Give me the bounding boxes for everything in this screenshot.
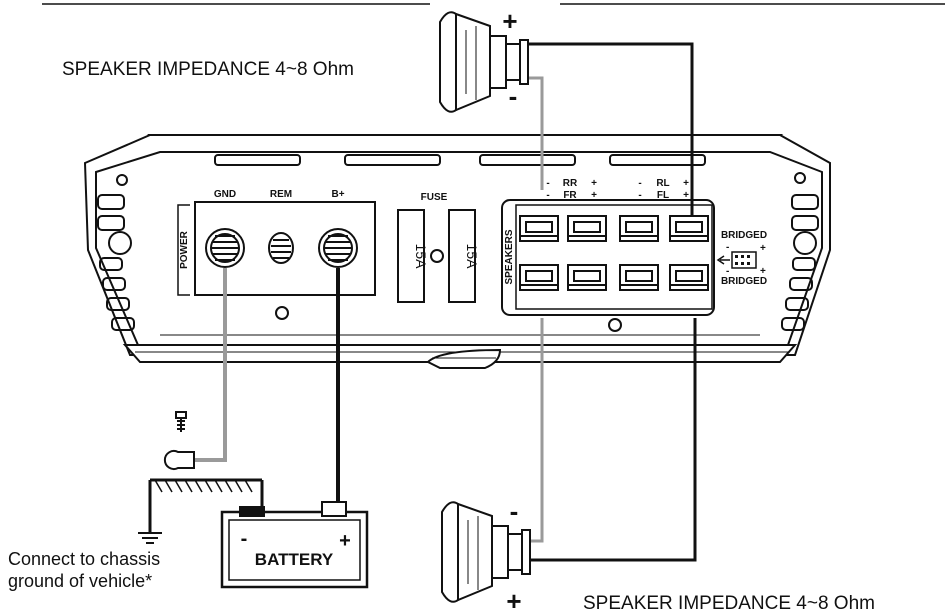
rem-label: REM [270, 189, 292, 200]
side-slot [789, 277, 813, 291]
speaker-bottom [441, 501, 531, 603]
bridged-minus-bottom: - [726, 266, 729, 277]
bottom-speaker-minus: - [510, 496, 519, 526]
battery-minus: - [241, 528, 248, 550]
mount-hole [793, 231, 817, 255]
speaker-terminal-block: SPEAKERS - - RR FR + + - - RL FL + + [501, 178, 715, 316]
rl-plus: + [683, 178, 689, 189]
rr-minus: - [546, 178, 549, 189]
fr-minus: - [546, 190, 549, 201]
vent-slot [344, 154, 441, 166]
speaker-terminal[interactable] [669, 215, 709, 242]
rr-plus: + [591, 178, 597, 189]
chassis-note-line2: ground of vehicle* [8, 571, 152, 591]
fuse-led [430, 249, 444, 263]
side-slot [97, 215, 125, 231]
battery-plus: + [339, 530, 351, 552]
side-slot [785, 297, 809, 311]
bridged-plus-top: + [760, 243, 766, 254]
gnd-terminal[interactable] [205, 228, 245, 268]
speaker-terminal[interactable] [567, 215, 607, 242]
bridged-plus-bottom: + [760, 266, 766, 277]
speaker-top [439, 11, 529, 113]
fuse-right-rating: 15A [464, 244, 480, 270]
speaker-terminal[interactable] [567, 264, 607, 291]
fl-plus: + [683, 190, 689, 201]
vent-slot [479, 154, 576, 166]
power-label: POWER [179, 230, 190, 269]
bottom-speaker-plus: + [506, 586, 521, 613]
fuse-right[interactable] [448, 209, 476, 303]
power-terminal-block: GND REM B+ POWER [177, 189, 376, 296]
wire-top-positive [528, 42, 694, 216]
side-slot [102, 277, 126, 291]
rl-label: RL [656, 178, 669, 189]
fuse-left[interactable] [397, 209, 425, 303]
side-slot [791, 215, 819, 231]
bridged-minus: - [726, 242, 729, 253]
side-slot [111, 317, 135, 331]
bridged-indicator: BRIDGED BRIDGED - + - + [716, 230, 767, 287]
side-slot [792, 257, 816, 271]
fuse-left-rating: 15A [413, 244, 429, 270]
fuse-block: FUSE 15A 15A [397, 192, 480, 303]
side-slot [781, 317, 805, 331]
screw-hole [275, 306, 289, 320]
vent-slot [214, 154, 301, 166]
gnd-label: GND [214, 189, 236, 200]
screw-hole [608, 318, 622, 332]
speaker-terminal[interactable] [619, 215, 659, 242]
side-slot [791, 194, 819, 210]
rl-minus: - [638, 178, 641, 189]
impedance-label-bottom: SPEAKER IMPEDANCE 4~8 Ohm [583, 593, 875, 613]
speaker-terminal[interactable] [519, 215, 559, 242]
speakers-label: SPEAKERS [504, 229, 515, 284]
impedance-label-top: SPEAKER IMPEDANCE 4~8 Ohm [62, 59, 354, 80]
vent-slot [609, 154, 706, 166]
fr-label: FR [563, 190, 577, 201]
fuse-label: FUSE [421, 192, 448, 203]
ground-lug [163, 411, 195, 470]
wire-bottom-positive [530, 318, 697, 562]
bridged-top-label: BRIDGED [721, 230, 767, 241]
chassis-ground [138, 478, 264, 544]
mount-hole [108, 231, 132, 255]
wire-ground [195, 268, 227, 462]
fl-minus: - [638, 190, 641, 201]
speaker-terminal[interactable] [519, 264, 559, 291]
side-slot [99, 257, 123, 271]
speaker-terminal[interactable] [619, 264, 659, 291]
chassis-note-line1: Connect to chassis [8, 549, 160, 569]
bplus-terminal[interactable] [318, 228, 358, 268]
top-speaker-plus: + [502, 6, 517, 36]
fl-label: FL [657, 190, 669, 201]
top-speaker-minus: - [509, 81, 518, 111]
mount-hole [794, 172, 806, 184]
battery [220, 501, 369, 589]
battery-label: BATTERY [255, 550, 334, 569]
mount-hole [116, 174, 128, 186]
side-slot [106, 297, 130, 311]
rem-terminal[interactable] [268, 232, 294, 264]
bplus-label: B+ [331, 189, 344, 200]
fr-plus: + [591, 190, 597, 201]
side-slot [97, 194, 125, 210]
speaker-terminal[interactable] [669, 264, 709, 291]
rr-label: RR [563, 178, 578, 189]
bridged-bottom-label: BRIDGED [721, 276, 767, 287]
